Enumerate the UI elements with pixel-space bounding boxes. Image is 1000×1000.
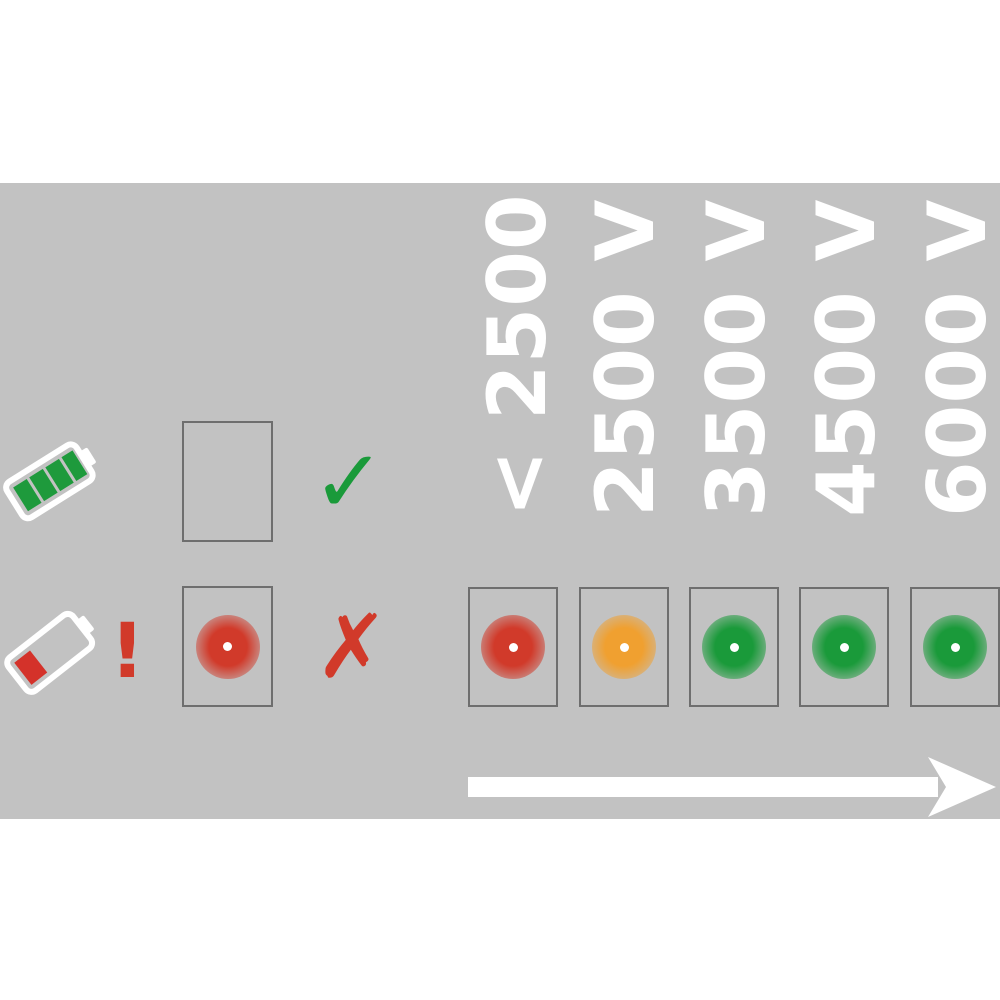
- voltage-indicator-window: [579, 587, 669, 707]
- voltage-indicator-window: [468, 587, 558, 707]
- voltage-label: 6000 V: [911, 198, 1000, 517]
- indicator-led-green: [812, 615, 876, 679]
- voltage-label: 4500 V: [800, 198, 893, 517]
- battery-full-icon: [3, 441, 96, 522]
- voltage-label: 2500 V: [579, 198, 672, 517]
- voltage-label: 3500 V: [690, 198, 783, 517]
- indicator-led-green: [702, 615, 766, 679]
- voltage-indicator-window: [799, 587, 889, 707]
- cross-mark-icon: ✗: [315, 595, 389, 698]
- indicator-window-red: [182, 586, 273, 707]
- indicator-window-off: [182, 421, 273, 542]
- voltage-indicator-window: [910, 587, 1000, 707]
- voltage-label: < 2500 V: [471, 183, 564, 517]
- indicator-led-green: [923, 615, 987, 679]
- arrow-right-icon: [468, 757, 996, 817]
- indicator-led-red: [195, 614, 260, 679]
- indicator-led-red: [481, 615, 545, 679]
- check-mark-icon: ✓: [312, 430, 386, 533]
- voltage-indicator-window: [689, 587, 779, 707]
- indicator-led-orange: [592, 615, 656, 679]
- battery-low-icon: [4, 610, 96, 695]
- exclamation-icon: !: [110, 606, 145, 695]
